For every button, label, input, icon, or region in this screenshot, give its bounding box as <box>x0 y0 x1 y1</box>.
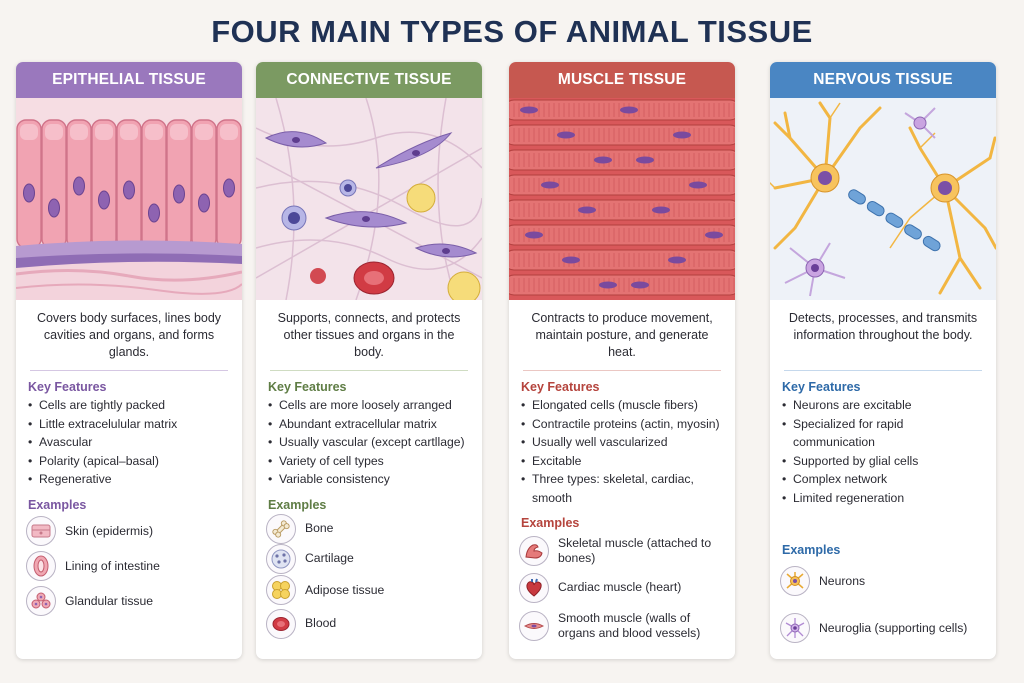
neuron-icon <box>780 566 810 596</box>
feature-item: Limited regeneration <box>782 489 984 508</box>
example-item: Glandular tissue <box>26 584 232 619</box>
example-item: Adipose tissue <box>266 574 472 607</box>
feature-item: Contractile proteins (actin, myosin) <box>521 415 723 434</box>
neuroglia-icon <box>780 613 810 643</box>
feature-item: Complex network <box>782 470 984 489</box>
skeletal-muscle-icon <box>519 535 549 566</box>
bone-icon <box>266 513 296 544</box>
feature-item: Avascular <box>28 433 230 452</box>
card-header: EPITHELIAL TISSUE <box>16 62 242 98</box>
example-item: Skin (epidermis) <box>26 514 232 549</box>
feature-item: Neurons are excitable <box>782 396 984 415</box>
card-header: MUSCLE TISSUE <box>509 62 735 98</box>
intestine-icon <box>26 551 56 581</box>
card-description: Covers body surfaces, lines body cavitie… <box>36 311 222 359</box>
nervous-tissue-illustration <box>770 98 996 300</box>
card-epithelial-tissue: EPITHELIAL TISSUE Covers body surfaces, … <box>16 62 242 659</box>
example-item: Smooth muscle (walls of organs and blood… <box>519 606 725 646</box>
example-item: Bone <box>266 513 472 544</box>
example-label: Cartilage <box>305 551 354 565</box>
feature-item: Supported by glial cells <box>782 452 984 471</box>
example-item: Skeletal muscle (attached to bones) <box>519 532 725 569</box>
card-description: Supports, connects, and protects other t… <box>277 311 461 359</box>
example-label: Neuroglia (supporting cells) <box>819 620 968 635</box>
divider <box>30 370 228 371</box>
feature-item: Usually well vascularized <box>521 433 723 452</box>
feature-item: Little extracelulular matrix <box>28 415 230 434</box>
examples-heading: Examples <box>268 497 327 512</box>
example-label: Neurons <box>819 573 866 588</box>
example-label: Bone <box>305 521 334 535</box>
feature-item: Regenerative <box>28 470 230 489</box>
example-item: Cartilage <box>266 543 472 574</box>
card-nervous-tissue: NERVOUS TISSUE Detects, processes, and t… <box>770 62 996 659</box>
adipose-icon <box>266 575 296 605</box>
example-label: Glandular tissue <box>65 593 154 608</box>
feature-item: Usually vascular (except cartllage) <box>268 433 470 452</box>
feature-item: Excitable <box>521 452 723 471</box>
example-item: Neuroglia (supporting cells) <box>780 603 986 653</box>
feature-item: Three types: skeletal, cardiac, smooth <box>521 470 711 507</box>
example-label: Smooth muscle (walls of organs and blood… <box>558 611 701 640</box>
example-label: Skeletal muscle (attached to bones) <box>558 535 712 565</box>
card-header: NERVOUS TISSUE <box>770 62 996 98</box>
key-features-heading: Key Features <box>268 380 347 394</box>
example-label: Lining of intestine <box>65 558 160 573</box>
feature-item: Cells are tightly packed <box>28 396 230 415</box>
muscle-tissue-illustration <box>509 98 735 300</box>
skin-icon <box>26 516 56 546</box>
example-item: Blood <box>266 607 472 641</box>
example-label: Blood <box>305 616 337 630</box>
examples-heading: Examples <box>521 516 580 530</box>
card-header: CONNECTIVE TISSUE <box>256 62 482 98</box>
blood-icon <box>266 608 296 639</box>
feature-item: Abundant extracellular matrix <box>268 415 470 434</box>
divider <box>523 370 721 371</box>
example-item: Lining of intestine <box>26 549 232 584</box>
key-features-heading: Key Features <box>28 380 107 394</box>
feature-item: Cells are more loosely arranged <box>268 396 470 415</box>
card-description: Contracts to produce movement, maintain … <box>531 311 713 359</box>
gland-icon <box>26 586 56 616</box>
examples-heading: Examples <box>28 497 87 512</box>
page-title: FOUR MAIN TYPES OF ANIMAL TISSUE <box>211 14 813 49</box>
epithelial-tissue-illustration <box>16 98 242 300</box>
example-label: Adipose tissue <box>305 582 385 597</box>
heart-icon <box>519 572 549 603</box>
key-features-heading: Key Features <box>521 380 600 394</box>
example-label: Cardiac muscle (heart) <box>558 580 682 594</box>
feature-item: Specialized for rapid communication <box>782 415 984 452</box>
example-item: Cardiac muscle (heart) <box>519 569 725 606</box>
key-features-heading: Key Features <box>782 380 861 394</box>
examples-heading: Examples <box>782 543 841 557</box>
card-description: Detects, processes, and transmits inform… <box>788 311 978 342</box>
feature-item: Variety of cell types <box>268 452 470 471</box>
card-connective-tissue: CONNECTIVE TISSUE <box>256 62 482 659</box>
divider <box>784 370 982 371</box>
smooth-muscle-icon <box>519 611 549 641</box>
example-item: Neurons <box>780 559 986 603</box>
cartilage-icon <box>266 543 296 574</box>
card-muscle-tissue: MUSCLE TISSUE Contracts to produce movem… <box>509 62 735 659</box>
feature-item: Polarity (apical–basal) <box>28 452 230 471</box>
feature-item: Variable consistency <box>268 470 470 489</box>
example-label: Skin (epidermis) <box>65 523 154 538</box>
connective-tissue-illustration <box>256 98 482 300</box>
feature-item: Elongated cells (muscle fibers) <box>521 396 723 415</box>
divider <box>270 370 468 371</box>
